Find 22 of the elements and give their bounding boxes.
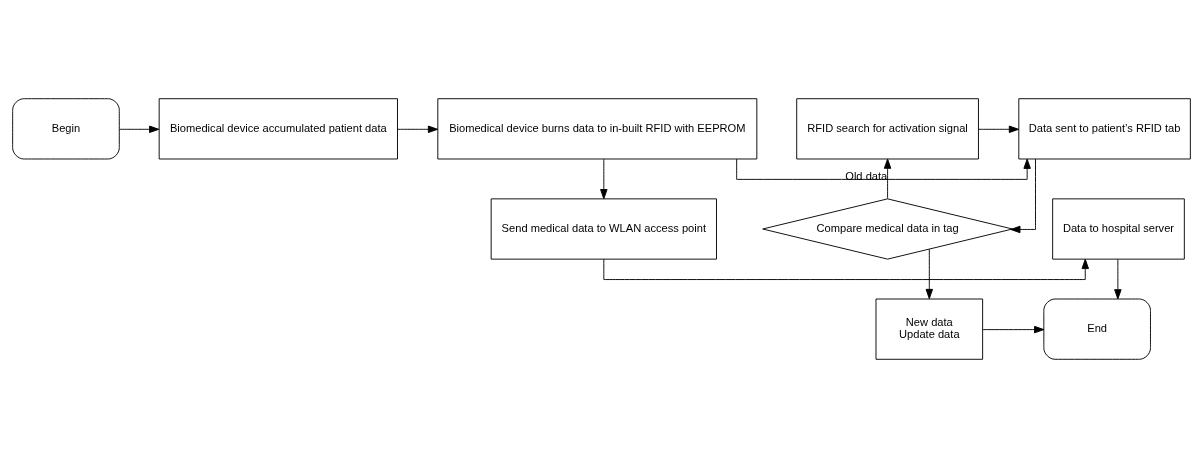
node-box: RFID search for activation signal xyxy=(796,97,979,159)
node-box: Biomedical device burns data to in-built RFID with EEPROM xyxy=(437,97,758,159)
node-box: Send medical data to WLAN access point xyxy=(490,197,717,260)
arrow xyxy=(1010,158,1036,233)
arrow xyxy=(736,158,1031,180)
arrow xyxy=(925,248,934,299)
arrow xyxy=(397,125,439,133)
edge-label: Old data xyxy=(845,169,888,182)
node-box: Biomedical device accumulated patient data xyxy=(158,97,398,159)
node-diamond: Compare medical data in tag xyxy=(762,197,1013,260)
arrow xyxy=(600,158,608,199)
node-box: New data Update data xyxy=(875,298,984,360)
node-box: Data to hospital server xyxy=(1052,197,1185,260)
arrow xyxy=(1114,258,1122,299)
arrow xyxy=(603,258,1089,280)
node-box: End xyxy=(1043,298,1151,360)
arrow xyxy=(978,125,1020,133)
node-box: Begin xyxy=(12,97,120,159)
arrow xyxy=(982,325,1045,333)
arrow xyxy=(883,158,892,199)
node-box: Data sent to patient’s RFID tab xyxy=(1018,97,1191,159)
arrow xyxy=(119,125,160,133)
